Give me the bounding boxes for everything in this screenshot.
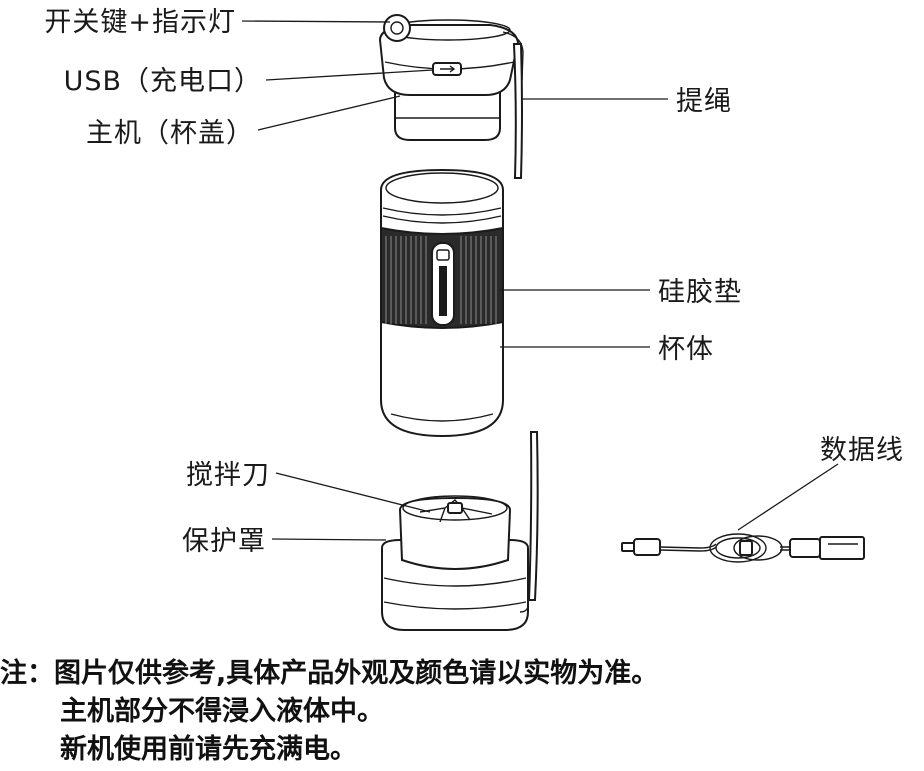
label-usb-port: USB（充电口） — [64, 66, 262, 97]
note-line-1: 注：图片仅供参考,具体产品外观及颜色请以实物为准。 — [0, 658, 659, 689]
label-guard: 保护罩 — [182, 526, 266, 557]
label-main-unit: 主机（杯盖） — [86, 118, 254, 149]
blade-icon — [419, 499, 493, 523]
label-strap: 提绳 — [676, 86, 732, 117]
blade-base-drawing — [381, 431, 539, 631]
label-cup-body: 杯体 — [658, 334, 714, 365]
data-cable-drawing — [621, 533, 865, 563]
label-data-cable: 数据线 — [820, 435, 904, 466]
power-button-icon — [383, 14, 411, 42]
silicone-sleeve-drawing — [380, 226, 504, 329]
label-blade: 搅拌刀 — [186, 460, 270, 491]
label-silicone-pad: 硅胶垫 — [658, 277, 742, 308]
product-diagram: 开关键+指示灯 USB（充电口） 主机（杯盖） 提绳 硅胶垫 杯体 搅拌刀 保护… — [44, 7, 904, 631]
notes-section: 注：图片仅供参考,具体产品外观及颜色请以实物为准。 主机部分不得浸入液体中。 新… — [0, 652, 924, 771]
note-line-3: 新机使用前请先充满电。 — [60, 734, 357, 765]
label-power-button: 开关键+指示灯 — [44, 7, 236, 38]
note-line-2: 主机部分不得浸入液体中。 — [60, 696, 384, 727]
strap-drawing — [512, 43, 523, 179]
